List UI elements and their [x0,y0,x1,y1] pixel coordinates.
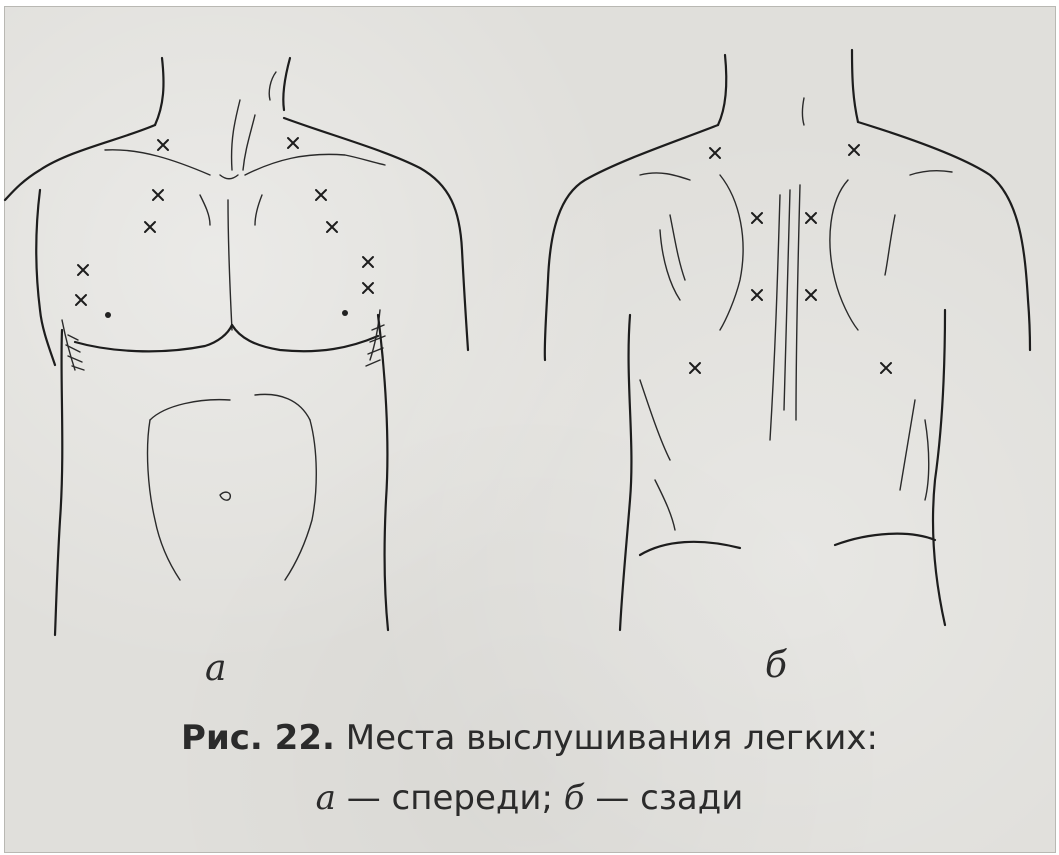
front-torso-drawing [5,58,468,635]
back-torso-drawing [545,50,1030,630]
back-text: — сзади [585,778,744,818]
figure-number: Рис. 22. [181,718,335,758]
front-text: — спереди; [336,778,564,818]
front-letter: а [316,778,336,818]
front-view-sublabel: а [205,648,226,689]
figure-caption-title: Рис. 22. Места выслушивания легких: [0,718,1059,758]
figure-title: Места выслушивания легких: [346,718,878,758]
figure-caption-legend: а — спереди; б — сзади [0,778,1059,818]
back-letter: б [564,778,585,818]
back-view-sublabel: б [765,645,787,686]
